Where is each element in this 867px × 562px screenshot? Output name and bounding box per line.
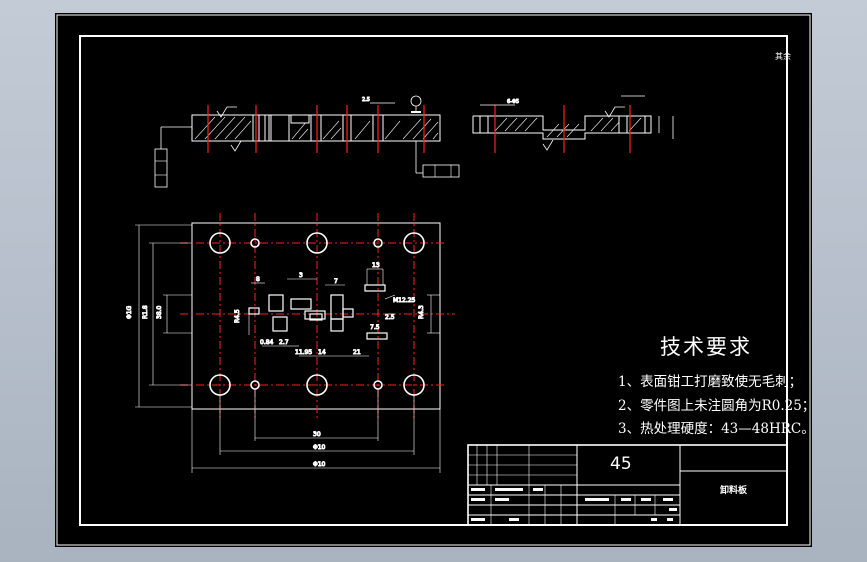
svg-text:7: 7 [334,278,338,285]
part-name-label: 卸料板 [720,486,748,496]
svg-text:6-Φ5: 6-Φ5 [507,99,519,105]
inner-border [79,35,788,526]
section-view-right: 6-Φ5 [472,95,674,153]
svg-text:R4.5: R4.5 [234,309,241,323]
tech-requirements-title: 技术要求 [660,335,752,359]
title-block [467,444,788,526]
roughness-note: 其余 [775,52,791,61]
drawing-viewport[interactable]: 2.5 [55,13,816,547]
section-view-left: 2.5 [154,95,460,188]
svg-text:R4.3: R4.3 [418,305,425,319]
svg-text:3: 3 [299,272,303,279]
svg-text:Φ10: Φ10 [313,444,326,451]
plan-view: Φ1G R1.8 38.0 R4.5 R4.3 Φ10 Φ10 30 8 3 7… [126,213,455,473]
svg-text:14: 14 [318,349,326,356]
cad-drawing: 2.5 [56,14,811,546]
svg-text:8: 8 [256,276,260,283]
svg-text:7.5: 7.5 [370,324,380,331]
svg-text:Φ1G: Φ1G [126,305,133,319]
svg-text:30: 30 [313,431,321,438]
tech-requirement-item: 3、热处理硬度：43—48HRC。 [618,421,815,437]
tech-requirement-item: 1、表面钳工打磨致使无毛刺； [618,374,803,390]
svg-text:2.7: 2.7 [279,339,289,346]
svg-text:R1.8: R1.8 [142,305,149,319]
svg-text:Φ10: Φ10 [313,461,326,468]
svg-text:2.5: 2.5 [362,97,370,103]
svg-text:2.5: 2.5 [385,314,395,321]
svg-text:38.0: 38.0 [156,305,163,319]
svg-text:21: 21 [353,349,361,356]
material-label: 45 [610,454,632,474]
tech-requirement-item: 2、零件图上未注圆角为R0.25； [618,398,816,414]
svg-text:13: 13 [372,262,380,269]
svg-text:M12.25: M12.25 [393,297,416,304]
svg-text:0.84: 0.84 [260,339,274,346]
outer-border [56,14,811,546]
svg-text:11.95: 11.95 [295,349,312,356]
